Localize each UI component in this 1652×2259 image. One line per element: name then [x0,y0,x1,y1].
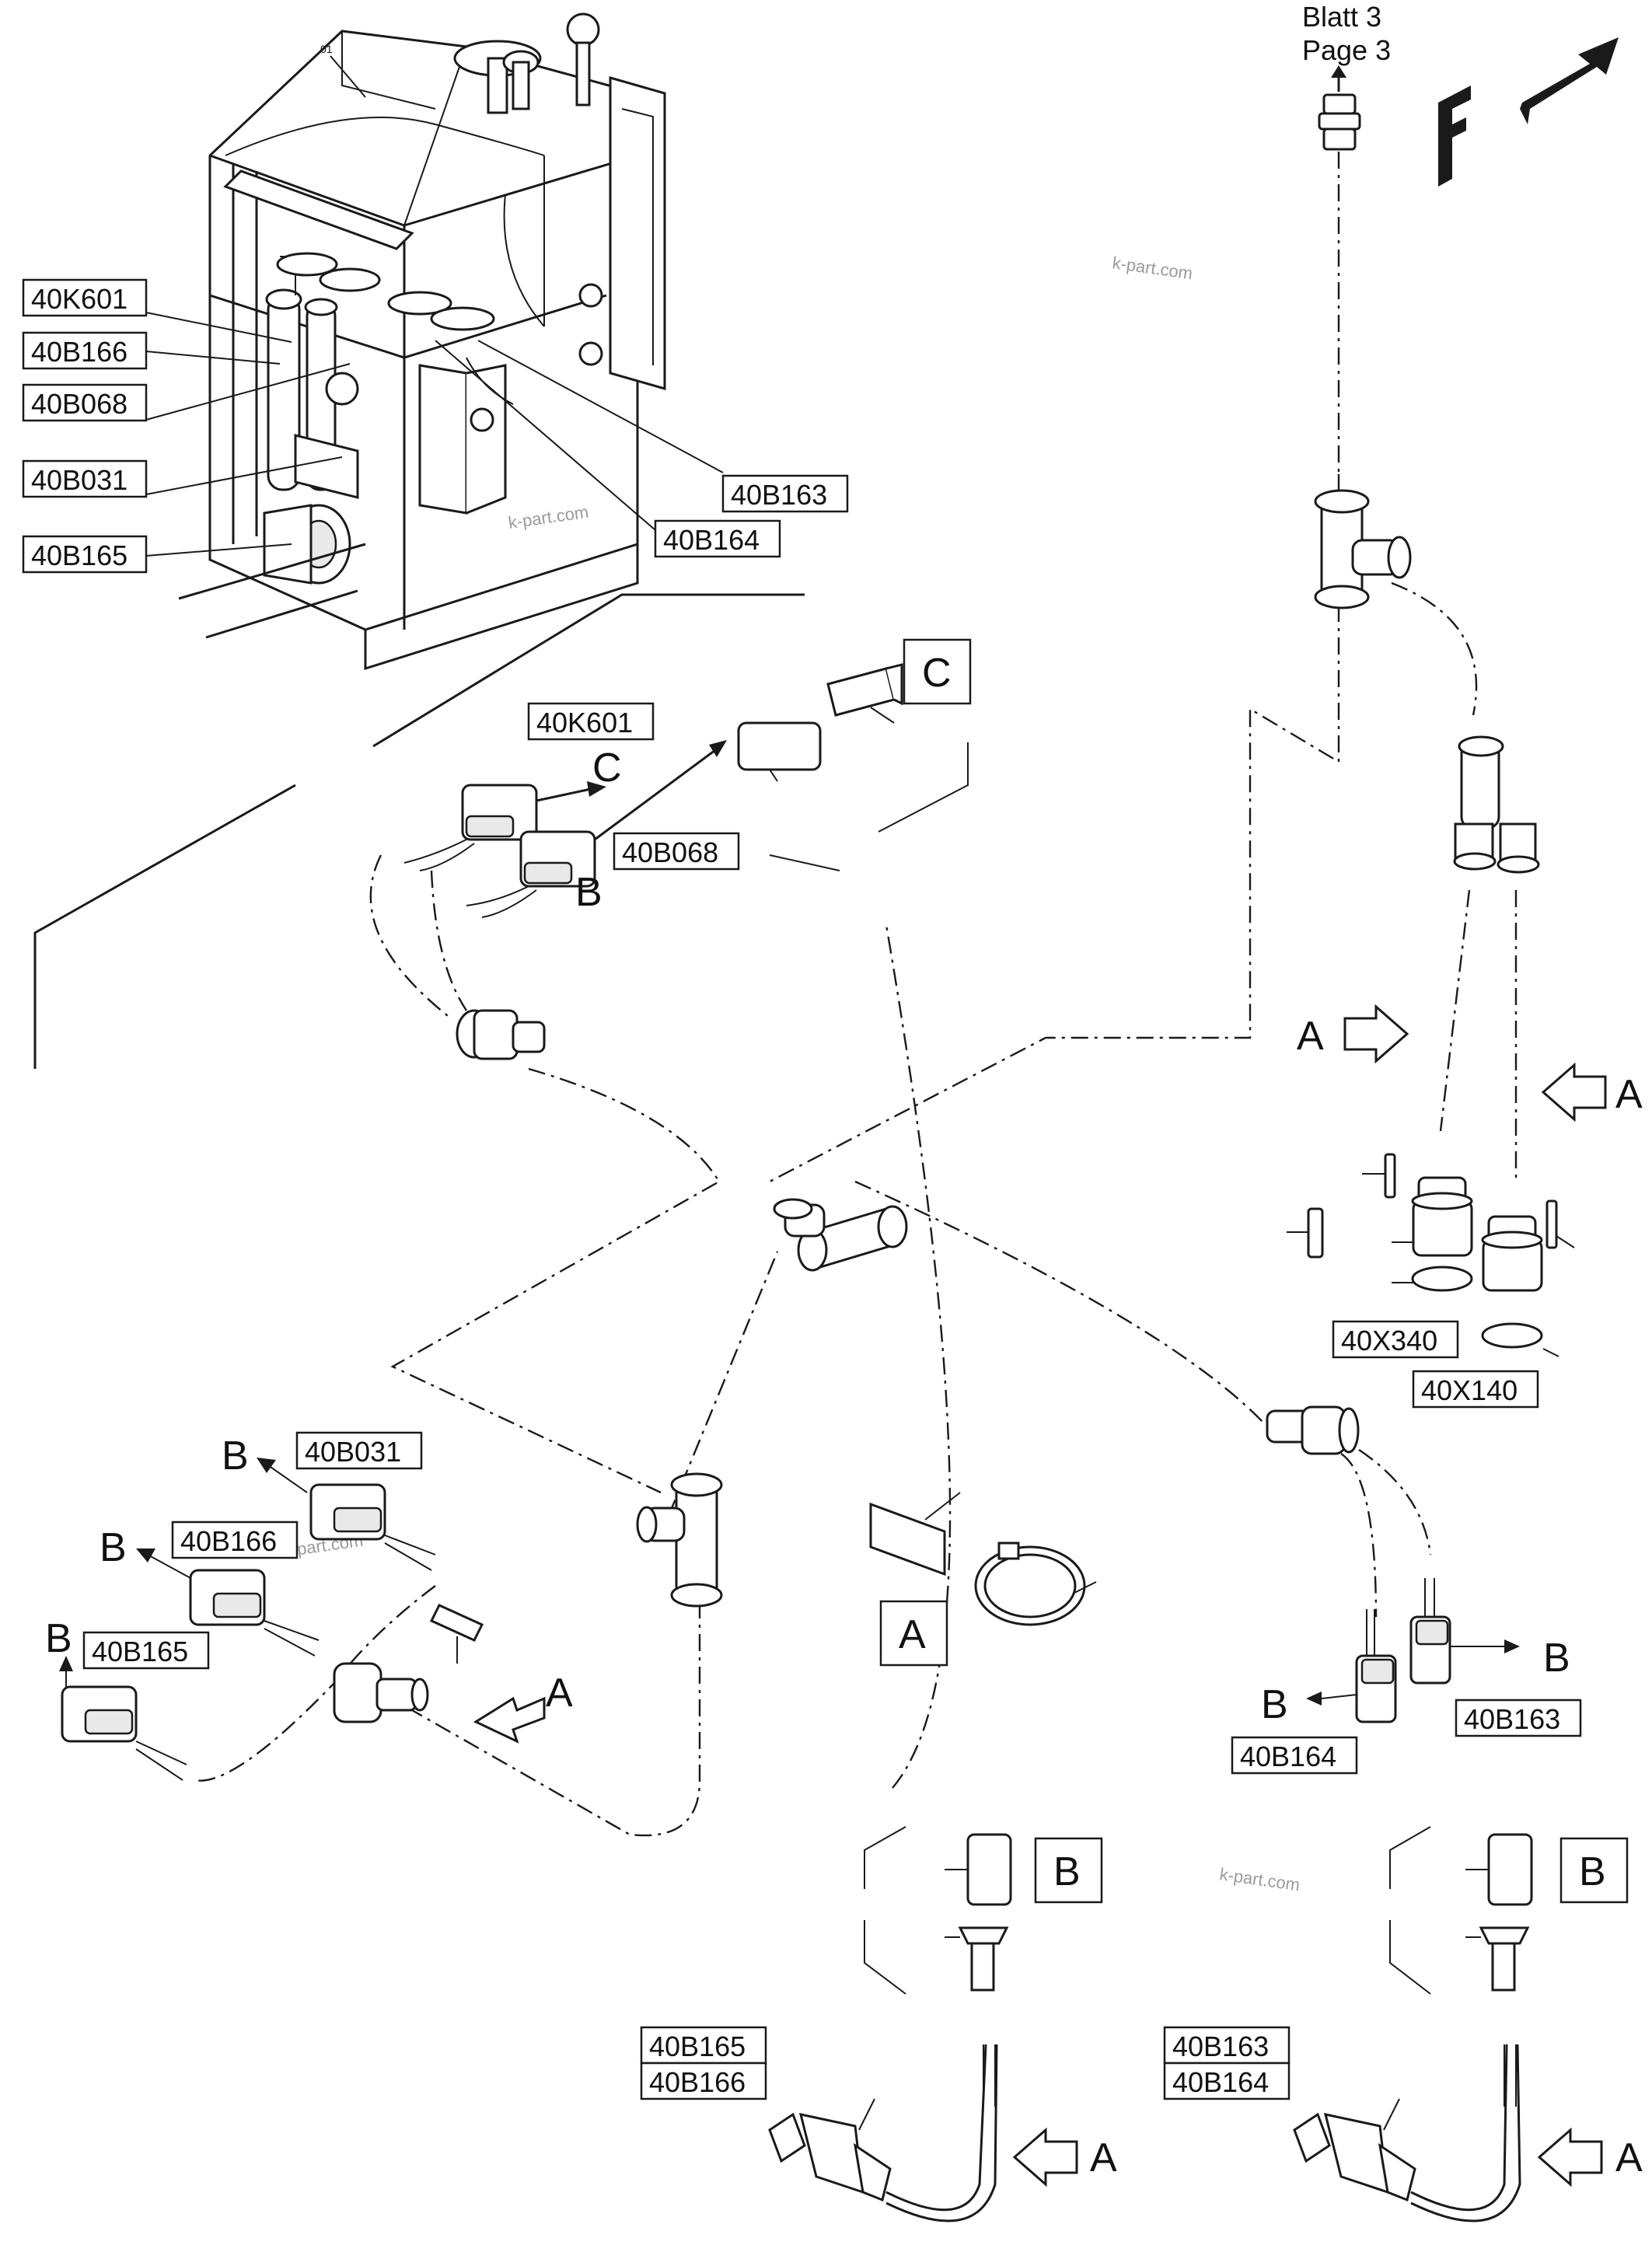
cable-tie-detail [869,1492,1097,1626]
svg-text:40B031: 40B031 [305,1436,401,1468]
view-arrow-a-1: A [1297,1004,1409,1064]
view-arrow-a-4: A [1012,2127,1117,2187]
svg-text:C: C [922,651,952,696]
view-arrow-a-2: A [1541,1062,1643,1123]
label-40b031-top: 40B031 [22,459,148,498]
svg-text:40B166: 40B166 [180,1525,277,1557]
svg-text:40K601: 40K601 [536,707,633,738]
connector-40x340 [1287,1153,1473,1292]
svg-text:40X340: 40X340 [1341,1325,1437,1356]
svg-text:A: A [1297,1014,1324,1059]
svg-text:A: A [1615,1072,1643,1117]
svg-text:40K601: 40K601 [31,283,127,315]
label-40k601-top: 40K601 [22,278,148,317]
label-40b163: 40B163 [1455,1699,1582,1737]
detail-box-b-left: B [1034,1837,1103,1904]
label-40x340: 40X340 [1332,1320,1459,1359]
letter-b-40b031: B [222,1433,249,1479]
svg-text:40B164: 40B164 [663,524,760,556]
view-arrow-a-5: A [1537,2127,1643,2187]
label-stack-right: 40B163 40B164 [1163,2026,1291,2100]
watermark-1: k-part.com [1111,253,1193,283]
pin-sleeve [429,1604,484,1664]
sheet-ref-line2: Page 3 [1302,34,1391,66]
connector-40b163 [1409,1578,1520,1685]
detail-box-b-right: B [1559,1837,1629,1904]
letter-b-40b068: B [575,870,602,915]
letter-b-40b164: B [1261,1682,1288,1727]
svg-text:40B165: 40B165 [649,2030,746,2062]
view-arrow-a-3: A [473,1671,573,1744]
svg-text:40B068: 40B068 [622,836,718,868]
svg-text:40B165: 40B165 [92,1636,188,1667]
item-number: 01 [320,43,333,55]
connector-40b166 [189,1569,320,1657]
overview-leaders [145,312,724,557]
label-40b164-top: 40B164 [654,519,781,558]
svg-text:40B166: 40B166 [649,2066,746,2098]
connector-40b164 [1306,1609,1397,1723]
connector-40x140 [1481,1199,1575,1357]
machine-overview: 01 [33,12,805,1069]
svg-text:40B164: 40B164 [1240,1741,1336,1772]
watermark-4: k-part.com [1218,1864,1301,1894]
t-connector-upper-right [1314,489,1412,609]
svg-text:40B068: 40B068 [31,388,127,420]
connector-40b068 [466,740,727,918]
orientation-f-icon [1438,37,1619,187]
label-40b068-top: 40B068 [22,383,148,422]
t-connector-center [773,1198,908,1272]
connector-40b165 [61,1685,187,1781]
connector-40k601 [403,781,606,871]
svg-text:40B031: 40B031 [31,464,127,496]
detail-b-right [1389,1826,1533,2107]
svg-text:40B164: 40B164 [1172,2066,1269,2098]
label-40b166-top: 40B166 [22,331,148,370]
letter-b-40b163: B [1543,1636,1570,1681]
letter-b-40b165: B [45,1616,72,1661]
svg-text:40B163: 40B163 [731,479,827,511]
cable-routing [194,474,1518,1837]
sheet-ref-line1: Blatt 3 [1302,1,1381,33]
detail-box-a: A [879,1600,948,1667]
label-40k601: 40K601 [527,702,655,741]
sensor-right [1293,2044,1521,2222]
detail-box-c: C [903,638,972,705]
svg-text:40X140: 40X140 [1421,1374,1518,1406]
label-40b031: 40B031 [295,1431,423,1470]
svg-text:40B166: 40B166 [31,336,127,368]
svg-text:A: A [1090,2135,1117,2180]
watermark-2: k-part.com [507,502,589,532]
label-40b163-top: 40B163 [721,474,849,513]
label-40b164: 40B164 [1231,1736,1358,1775]
svg-text:40B165: 40B165 [31,539,127,571]
svg-text:40B163: 40B163 [1464,1703,1560,1735]
continuation-arrow [1318,65,1361,474]
svg-text:A: A [546,1671,573,1716]
svg-text:40B163: 40B163 [1172,2030,1269,2062]
cable-gland-left [456,1009,546,1060]
letter-b-40b166: B [100,1525,127,1570]
plug-c [737,663,969,871]
label-40x140: 40X140 [1412,1370,1539,1409]
letter-c-arrow: C [592,745,622,791]
svg-text:B: B [1579,1849,1606,1894]
svg-text:A: A [899,1612,926,1657]
connector-40b031 [309,1483,436,1571]
label-40b165-top: 40B165 [22,535,148,574]
t-connector-lower-left [636,1472,723,1608]
y-connector-right [1453,735,1540,874]
svg-text:A: A [1615,2135,1643,2180]
detail-b-left [864,1826,1012,2107]
label-40b166: 40B166 [171,1521,299,1559]
cable-gland-lower-left [333,1662,429,1723]
leader-arrows-left [59,1458,308,1687]
label-40b068: 40B068 [613,832,740,871]
label-40b165: 40B165 [82,1631,210,1670]
svg-text:B: B [1053,1849,1081,1894]
label-stack-left: 40B165 40B166 [640,2026,767,2100]
cable-gland-right [1266,1405,1360,1455]
sensor-left [768,2044,998,2222]
